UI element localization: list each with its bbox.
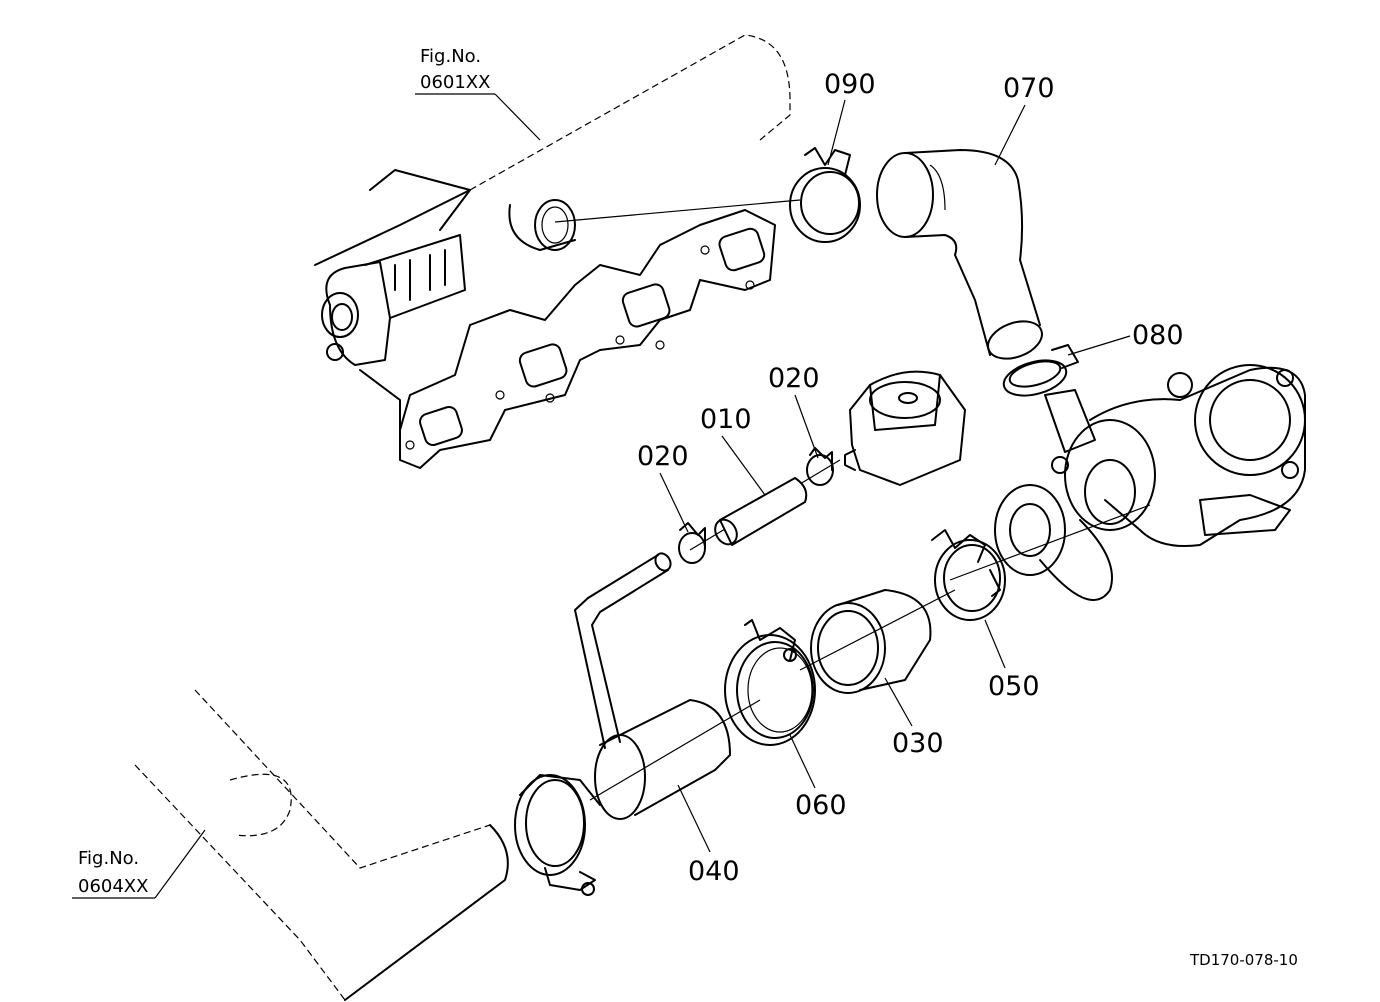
centerline-lower (799, 589, 956, 671)
fig-ref-bottom: Fig.No. 0604XX (72, 829, 206, 899)
hose-clamp-bottom (514, 774, 601, 896)
fig-ref-top-label: Fig.No. (420, 46, 481, 67)
fig-ref-bottom-number: 0604XX (78, 876, 148, 897)
hose-clamp-080 (1002, 344, 1079, 397)
hose-clamp-050 (931, 529, 1006, 621)
label-050: 050 (988, 671, 1040, 702)
small-clamp-020-upper (806, 447, 834, 486)
label-090: 090 (824, 69, 876, 100)
label-040: 040 (688, 856, 740, 887)
drawing-code: TD170-078-10 (1189, 951, 1298, 969)
callouts: 090 070 080 020 010 020 050 030 060 040 (637, 69, 1184, 887)
label-060: 060 (795, 790, 847, 821)
centerline-upper (554, 199, 801, 223)
hose-clamp-090 (789, 147, 861, 243)
label-020-lower: 020 (637, 441, 689, 472)
label-080: 080 (1132, 320, 1184, 351)
intake-manifold (314, 34, 791, 469)
label-010: 010 (700, 404, 752, 435)
fig-ref-bottom-label: Fig.No. (78, 848, 139, 869)
breather-valve (844, 370, 966, 486)
turbocharger (994, 364, 1306, 601)
label-030: 030 (892, 728, 944, 759)
label-020-upper: 020 (768, 363, 820, 394)
label-070: 070 (1003, 73, 1055, 104)
centerline-lowest (589, 699, 761, 801)
reducer-030 (810, 589, 932, 694)
lower-air-duct (134, 689, 509, 1001)
fig-ref-top: Fig.No. 0601XX (415, 46, 541, 141)
hose-070 (876, 149, 1043, 360)
centerline-turbo (949, 504, 1151, 581)
hose-clamp-060 (724, 619, 816, 746)
tube-010 (714, 477, 808, 546)
hose-040 (594, 699, 731, 820)
breather-pipe (574, 552, 672, 749)
fig-ref-top-number: 0601XX (420, 72, 490, 93)
